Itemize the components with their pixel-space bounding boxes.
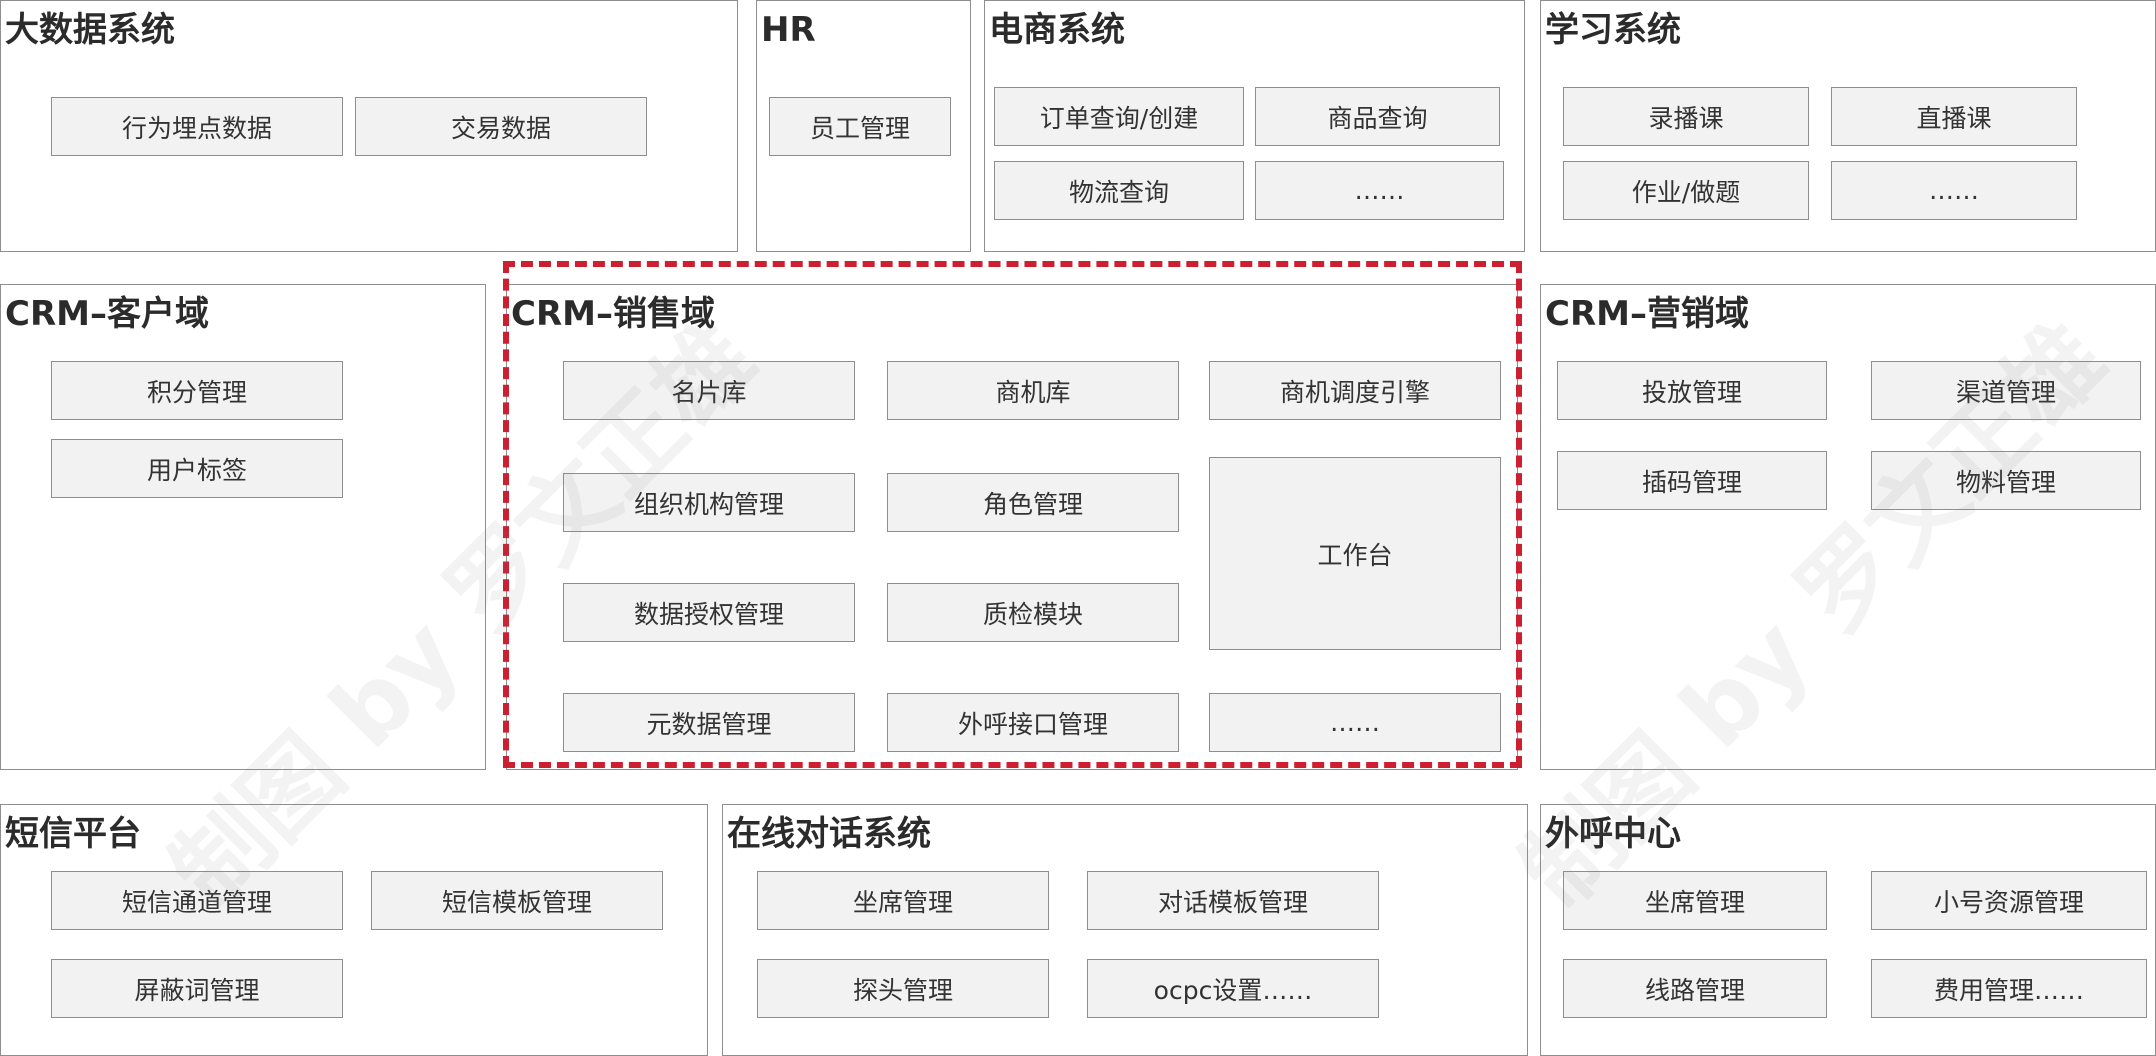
module-chat-template-management: 对话模板管理	[1087, 871, 1379, 930]
module-ad-placement-management: 投放管理	[1557, 361, 1827, 420]
module-opportunity-scheduling-engine: 商机调度引擎	[1209, 361, 1501, 420]
module-tracking-code-management: 插码管理	[1557, 451, 1827, 510]
module-recorded-course: 录播课	[1563, 87, 1809, 146]
module-opportunity-library: 商机库	[887, 361, 1179, 420]
panel-sms-platform: 短信平台 短信通道管理 短信模板管理 屏蔽词管理	[0, 804, 708, 1056]
module-org-structure-management: 组织机构管理	[563, 473, 855, 532]
module-order-query-create: 订单查询/创建	[994, 87, 1244, 146]
module-cost-management: 费用管理……	[1871, 959, 2147, 1018]
panel-title: CRM–客户域	[5, 294, 209, 334]
panel-learning: 学习系统 录播课 直播课 作业/做题 ……	[1540, 0, 2156, 252]
module-ellipsis: ……	[1209, 693, 1501, 752]
panel-online-chat: 在线对话系统 坐席管理 对话模板管理 探头管理 ocpc设置……	[722, 804, 1528, 1056]
module-workbench: 工作台	[1209, 457, 1501, 650]
module-sms-channel-management: 短信通道管理	[51, 871, 343, 930]
panel-bigdata: 大数据系统 行为埋点数据 交易数据	[0, 0, 738, 252]
panel-ecommerce: 电商系统 订单查询/创建 商品查询 物流查询 ……	[984, 0, 1525, 252]
module-live-course: 直播课	[1831, 87, 2077, 146]
panel-title: HR	[761, 10, 816, 50]
module-business-card-library: 名片库	[563, 361, 855, 420]
module-sms-template-management: 短信模板管理	[371, 871, 663, 930]
panel-crm-marketing: CRM–营销域 投放管理 渠道管理 插码管理 物料管理	[1540, 284, 2156, 770]
panel-title: 学习系统	[1545, 10, 1681, 50]
module-user-tags: 用户标签	[51, 439, 343, 498]
module-data-authorization-management: 数据授权管理	[563, 583, 855, 642]
module-agent-management: 坐席管理	[1563, 871, 1827, 930]
module-employee-management: 员工管理	[769, 97, 951, 156]
module-ellipsis: ……	[1831, 161, 2077, 220]
module-blocked-words-management: 屏蔽词管理	[51, 959, 343, 1018]
panel-title: 在线对话系统	[727, 814, 931, 854]
module-transaction-data: 交易数据	[355, 97, 647, 156]
panel-crm-sales: CRM–销售域 名片库 商机库 商机调度引擎 组织机构管理 角色管理 工作台 数…	[506, 284, 1518, 770]
module-quality-inspection: 质检模块	[887, 583, 1179, 642]
module-homework-exercise: 作业/做题	[1563, 161, 1809, 220]
module-agent-management: 坐席管理	[757, 871, 1049, 930]
panel-title: 短信平台	[5, 814, 141, 854]
module-product-query: 商品查询	[1255, 87, 1500, 146]
panel-title: 外呼中心	[1545, 814, 1681, 854]
module-role-management: 角色管理	[887, 473, 1179, 532]
module-outbound-call-api-management: 外呼接口管理	[887, 693, 1179, 752]
panel-title: CRM–销售域	[511, 294, 715, 334]
module-channel-management: 渠道管理	[1871, 361, 2141, 420]
module-material-management: 物料管理	[1871, 451, 2141, 510]
module-line-management: 线路管理	[1563, 959, 1827, 1018]
panel-title: 大数据系统	[5, 10, 175, 50]
module-ellipsis: ……	[1255, 161, 1504, 220]
panel-title: CRM–营销域	[1545, 294, 1749, 334]
module-probe-management: 探头管理	[757, 959, 1049, 1018]
panel-call-center: 外呼中心 坐席管理 小号资源管理 线路管理 费用管理……	[1540, 804, 2156, 1056]
module-logistics-query: 物流查询	[994, 161, 1244, 220]
panel-crm-customer: CRM–客户域 积分管理 用户标签	[0, 284, 486, 770]
module-behavior-tracking-data: 行为埋点数据	[51, 97, 343, 156]
panel-title: 电商系统	[989, 10, 1125, 50]
module-ocpc-settings: ocpc设置……	[1087, 959, 1379, 1018]
module-metadata-management: 元数据管理	[563, 693, 855, 752]
module-points-management: 积分管理	[51, 361, 343, 420]
module-number-resource-management: 小号资源管理	[1871, 871, 2147, 930]
panel-hr: HR 员工管理	[756, 0, 971, 252]
